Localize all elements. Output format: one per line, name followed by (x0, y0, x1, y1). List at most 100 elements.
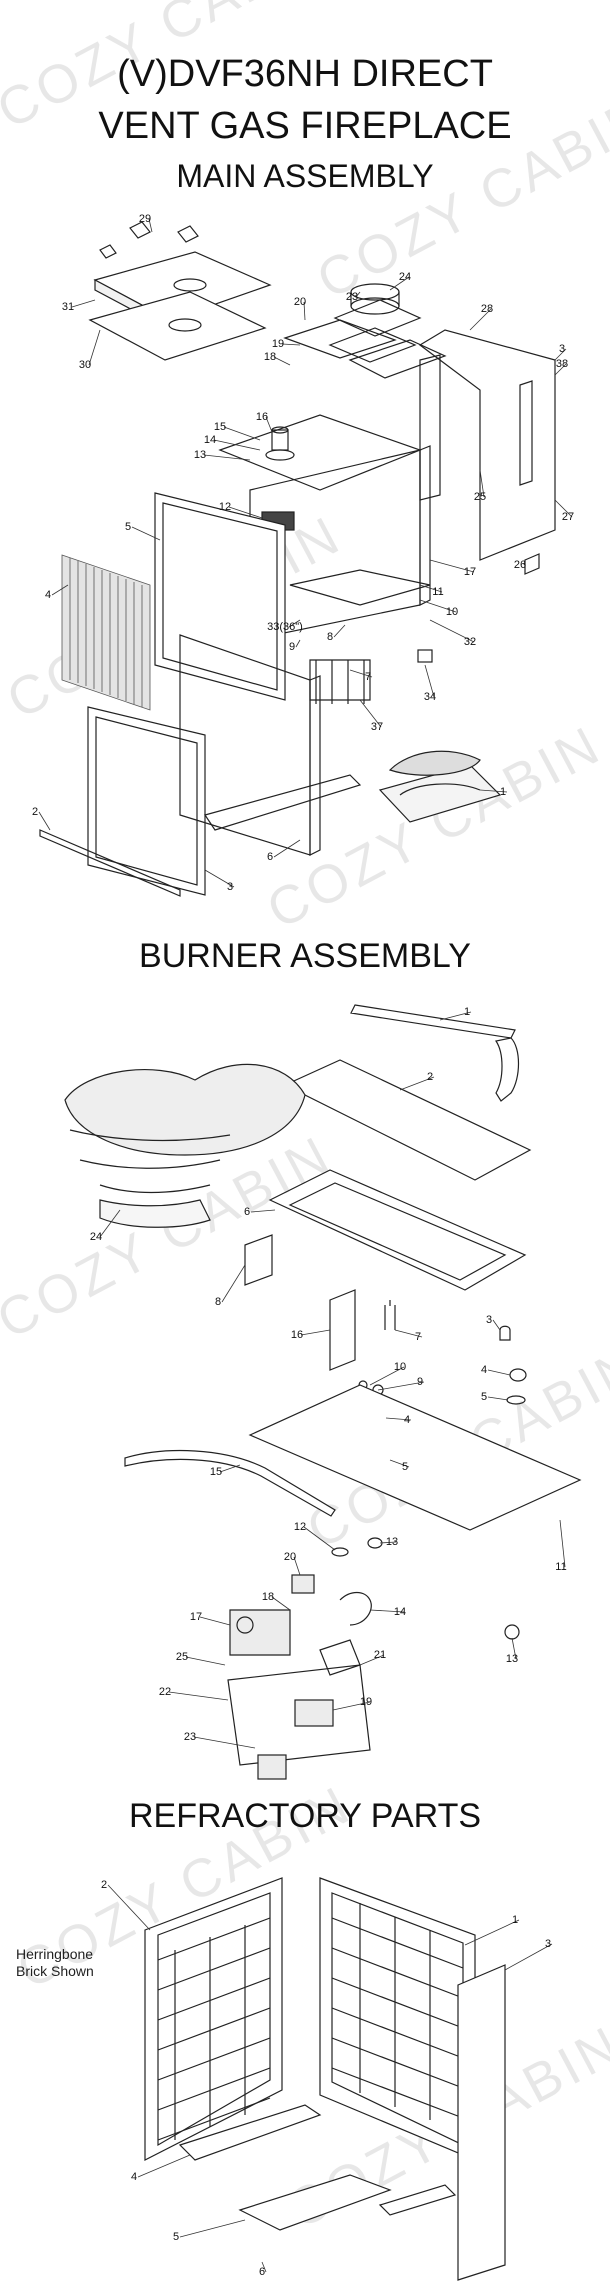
main-callout-21: 26 (514, 559, 526, 571)
main-callout-1: 29 (139, 213, 151, 225)
burner-callout-15: 15 (210, 1466, 222, 1478)
refractory-leader-4 (137, 2154, 191, 2178)
main-leader-26 (288, 619, 301, 628)
main-callout-17: 5 (125, 521, 131, 533)
top-cap-plates (88, 221, 272, 361)
burner-leader-27 (511, 1637, 517, 1660)
burner-leader-9 (300, 1329, 331, 1336)
main-leader-30 (424, 664, 435, 698)
burner-assembly-heading: BURNER ASSEMBLY (139, 937, 471, 975)
burner-callout-5: 8 (215, 1296, 221, 1308)
burner-assembly-drawing (64, 1004, 582, 1780)
main-callout-4: 20 (294, 296, 306, 308)
burner-leader-8 (487, 1396, 509, 1401)
main-callout-11: 38 (556, 358, 568, 370)
main-assembly-heading: MAIN ASSEMBLY (176, 158, 434, 194)
burner-callout-22: 17 (190, 1611, 202, 1623)
main-callout-33: 2 (32, 806, 38, 818)
burner-leader-26 (168, 1691, 229, 1701)
main-callout-2: 31 (62, 301, 74, 313)
main-callout-3: 30 (79, 359, 91, 371)
main-callout-15: 13 (194, 449, 206, 461)
main-callout-22: 17 (464, 566, 476, 578)
burner-callout-23: 21 (374, 1649, 386, 1661)
main-callout-19: 25 (474, 491, 486, 503)
burner-top-plate (283, 1059, 532, 1181)
main-callout-26: 33(36") (267, 621, 303, 633)
refractory-callout-5: 5 (173, 2231, 179, 2243)
burner-callout-12: 9 (417, 1376, 423, 1388)
burner-callout-27: 13 (506, 1653, 518, 1665)
burner-leader-2 (399, 1076, 435, 1091)
main-leader-10 (554, 348, 567, 361)
main-leader-3 (88, 329, 101, 366)
burner-callout-3: 24 (90, 1231, 102, 1243)
burner-leader-4 (250, 1209, 276, 1213)
burner-frame (268, 1169, 527, 1291)
burner-leader-3 (99, 1209, 121, 1238)
main-callout-35: 6 (267, 851, 273, 863)
burner-callout-20: 14 (394, 1606, 406, 1618)
main-leader-12 (265, 416, 273, 433)
main-leader-11 (554, 363, 567, 376)
main-leader-34 (204, 869, 235, 888)
burner-callout-25: 19 (360, 1696, 372, 1708)
burner-callout-14: 5 (402, 1461, 408, 1473)
main-callout-10: 3 (559, 343, 565, 355)
main-callout-16: 12 (219, 501, 231, 513)
main-callout-29: 7 (365, 671, 371, 683)
main-callout-20: 27 (562, 511, 574, 523)
burner-callout-4: 6 (244, 1206, 250, 1218)
burner-callout-21: 11 (555, 1561, 566, 1573)
refractory-drawing (144, 1877, 506, 2281)
main-leader-24 (419, 599, 457, 613)
burner-log-set-24 (64, 1063, 306, 1228)
refractory-leader-6 (261, 2261, 267, 2273)
burner-leader-24 (185, 1656, 226, 1666)
main-leader-15 (203, 454, 251, 461)
main-leader-6 (273, 356, 291, 366)
main-leader-20 (554, 499, 573, 518)
burner-callout-26: 22 (159, 1686, 171, 1698)
main-callout-6: 18 (264, 351, 276, 363)
burner-leader-13 (385, 1417, 412, 1421)
refractory-callout-6: 6 (259, 2266, 265, 2278)
main-leader-27 (333, 624, 346, 638)
main-leader-5 (281, 343, 301, 346)
burner-callout-8: 5 (481, 1391, 487, 1403)
main-callout-9: 28 (481, 303, 493, 315)
burner-callout-9: 16 (291, 1329, 303, 1341)
burner-callout-10: 7 (415, 1331, 421, 1343)
main-leader-28 (295, 639, 301, 648)
main-leader-22 (429, 559, 475, 573)
main-callout-24: 10 (446, 606, 458, 618)
main-leader-9 (469, 308, 492, 331)
main-leader-19 (479, 469, 485, 498)
main-callout-34: 3 (227, 881, 233, 893)
main-callout-25: 32 (464, 636, 476, 648)
refractory-left-panel (144, 1877, 283, 2161)
burner-callout-2: 2 (427, 1071, 433, 1083)
main-callout-31: 37 (371, 721, 383, 733)
burner-tube (124, 1449, 336, 1517)
refractory-callout-1: 2 (101, 1879, 107, 1891)
burner-leader-7 (487, 1369, 511, 1376)
refractory-note-line2: Brick Shown (16, 1963, 94, 1979)
burner-callout-28: 23 (184, 1731, 196, 1743)
main-leader-35 (273, 839, 301, 858)
page-title-line2: VENT GAS FIREPLACE (98, 105, 512, 147)
main-leader-7 (355, 291, 361, 298)
burner-leader-17 (379, 1541, 397, 1544)
refractory-note-line1: Herringbone (16, 1946, 94, 1962)
refractory-leader-2 (464, 1919, 520, 1946)
burner-callout-16: 12 (294, 1521, 306, 1533)
burner-callout-1: 1 (464, 1006, 470, 1018)
main-leader-14 (213, 439, 261, 451)
refractory-callout-3: 3 (545, 1938, 551, 1950)
refractory-leader-3 (504, 1943, 553, 1971)
burner-log-set (378, 750, 502, 823)
bracket-8 (244, 1234, 273, 1286)
refractory-leader-5 (179, 2219, 246, 2238)
burner-leader-21 (559, 1519, 566, 1568)
